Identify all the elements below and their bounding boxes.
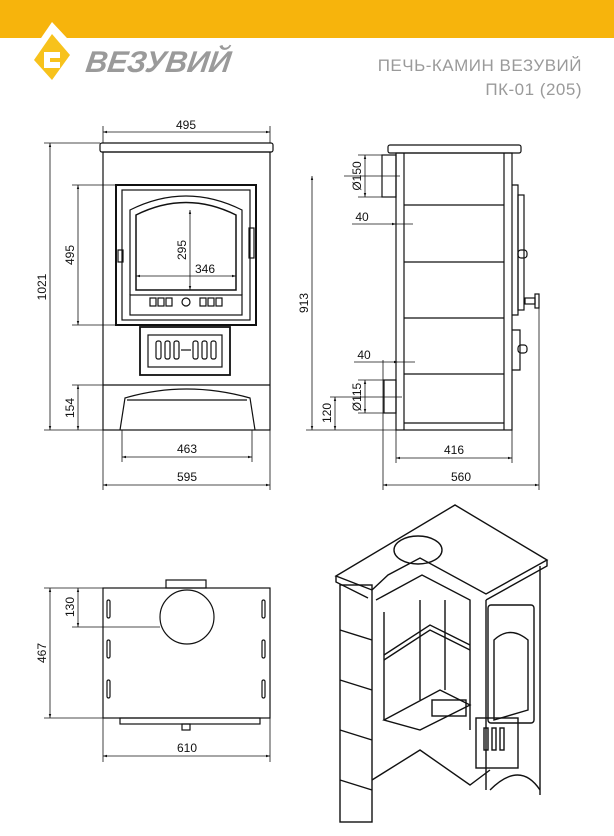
side-offset-top-label: 40	[355, 210, 369, 224]
front-base-height-label: 154	[63, 398, 77, 418]
product-title-line1: ПЕЧЬ-КАМИН ВЕЗУВИЙ	[377, 56, 582, 75]
product-title-line2: ПК-01 (205)	[485, 80, 582, 99]
front-width-total-label: 595	[177, 470, 197, 484]
side-depth-total-label: 560	[451, 470, 471, 484]
side-body-depth-label: 416	[444, 443, 464, 457]
front-view	[44, 126, 274, 490]
front-door-height-label: 495	[63, 245, 77, 265]
product-title: ПЕЧЬ-КАМИН ВЕЗУВИЙ ПК-01 (205)	[378, 54, 582, 102]
top-view	[44, 579, 271, 762]
side-flue-diameter-label: Ø150	[350, 161, 364, 191]
side-air-inlet-diameter-label: Ø115	[350, 382, 364, 411]
top-width-label: 610	[177, 741, 197, 755]
brand-logo-icon	[26, 22, 80, 92]
header-band	[0, 0, 614, 38]
top-flue-offset-label: 130	[63, 597, 77, 617]
side-view	[306, 144, 540, 490]
front-base-width-label: 463	[177, 442, 197, 456]
front-glass-width-label: 346	[195, 262, 215, 276]
isometric-cutaway-view	[334, 504, 549, 823]
front-height-total-label: 1021	[35, 273, 49, 300]
front-glass-height-label: 295	[175, 240, 189, 260]
side-offset-bottom-label: 40	[357, 348, 371, 362]
top-depth-label: 467	[35, 643, 49, 663]
side-air-inlet-height-label: 120	[320, 403, 334, 423]
side-flue-height-label: 913	[297, 293, 311, 313]
front-width-top-label: 495	[176, 118, 196, 132]
